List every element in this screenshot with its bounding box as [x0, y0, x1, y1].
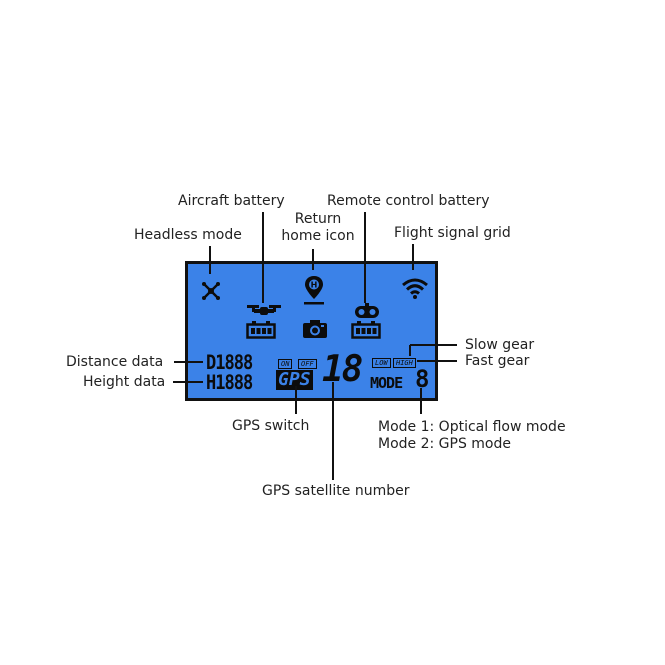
label-return-home-icon: Return home icon	[268, 211, 368, 245]
label-gps-satellite-number: GPS satellite number	[262, 483, 410, 499]
remote-battery-icon	[351, 321, 381, 339]
label-remote-control-battery: Remote control battery	[327, 193, 490, 209]
distance-readout: D1888	[206, 351, 253, 375]
aircraft-drone-icon	[247, 305, 281, 315]
gps-text: GPS	[276, 369, 313, 390]
lcd-screen: H D1888 H1888 ON OFF GPS 18	[185, 261, 438, 401]
mode-digit: 8	[415, 365, 430, 393]
return-home-pin-icon: H	[304, 276, 324, 305]
label-height-data: Height data	[83, 374, 166, 390]
label-mode-line2: Mode 2: GPS mode	[378, 436, 511, 452]
home-marker-text: H	[311, 281, 318, 290]
gear-low-indicator: LOW	[372, 358, 391, 368]
label-return-home-line1: Return	[294, 211, 342, 227]
headless-mode-icon	[202, 282, 220, 300]
height-readout: H1888	[206, 371, 253, 395]
label-aircraft-battery: Aircraft battery	[178, 193, 285, 209]
label-mode-line1: Mode 1: Optical flow mode	[378, 419, 566, 435]
camera-icon	[303, 320, 327, 338]
wifi-signal-icon	[402, 278, 428, 299]
label-flight-signal-grid: Flight signal grid	[394, 225, 511, 241]
label-slow-gear: Slow gear	[465, 337, 535, 353]
aircraft-battery-icon	[246, 321, 276, 339]
label-headless-mode: Headless mode	[134, 227, 242, 243]
mode-text: MODE	[370, 374, 403, 392]
satellite-number-digits: 18	[322, 349, 363, 390]
gps-off-indicator: OFF	[298, 359, 317, 369]
gear-high-indicator: HIGH	[393, 358, 416, 368]
label-mode-description: Mode 1: Optical flow mode Mode 2: GPS mo…	[378, 419, 566, 453]
label-distance-data: Distance data	[66, 354, 164, 370]
remote-control-icon	[355, 303, 379, 318]
gps-on-indicator: ON	[278, 359, 293, 369]
label-return-home-line2: home icon	[281, 228, 355, 244]
label-gps-switch: GPS switch	[232, 418, 310, 434]
label-fast-gear: Fast gear	[465, 353, 530, 369]
